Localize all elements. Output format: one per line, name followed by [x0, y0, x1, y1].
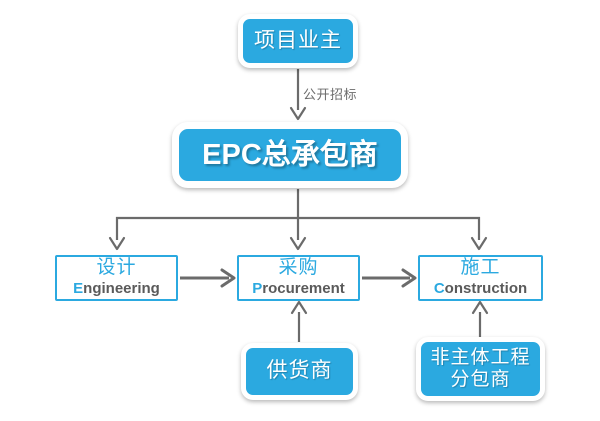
node-construction-label-cn: 施工	[460, 256, 501, 278]
node-engineering-rest: ngineering	[83, 279, 160, 297]
node-procurement-initial: P	[252, 279, 263, 297]
node-subcontractor-line1: 非主体工程	[430, 346, 531, 368]
node-procurement-label-cn: 采购	[278, 256, 319, 278]
node-project-owner[interactable]: 项目业主	[238, 14, 358, 68]
node-supplier[interactable]: 供货商	[241, 343, 358, 400]
edge-label-public-tender: 公开招标	[303, 87, 358, 102]
edge-subcontractor-to-construction	[471, 300, 489, 337]
edge-supplier-to-procurement	[290, 300, 308, 342]
node-supplier-label: 供货商	[266, 359, 333, 383]
node-engineering[interactable]: 设计 Engineering	[55, 255, 178, 301]
node-engineering-label-en: Engineering	[73, 280, 160, 299]
node-procurement-label-en: Procurement	[252, 280, 345, 299]
node-engineering-initial: E	[73, 279, 84, 297]
node-subcontractor[interactable]: 非主体工程 分包商	[416, 337, 545, 401]
node-procurement-rest: rocurement	[262, 279, 345, 297]
node-construction-label-en: Construction	[434, 280, 527, 299]
edge-procurement-to-construction	[362, 268, 417, 288]
node-construction-rest: onstruction	[444, 279, 528, 297]
node-epc-general-contractor[interactable]: EPC总承包商	[172, 122, 408, 188]
node-engineering-label-cn: 设计	[96, 256, 137, 278]
node-project-owner-label: 项目业主	[254, 28, 342, 52]
node-subcontractor-line2: 分包商	[450, 369, 511, 390]
edge-epc-trunk	[108, 189, 488, 251]
edge-engineering-to-procurement	[180, 268, 236, 288]
node-subcontractor-label: 非主体工程 分包商	[430, 347, 530, 392]
node-construction-initial: C	[433, 279, 445, 297]
node-epc-general-contractor-label: EPC总承包商	[202, 138, 378, 171]
node-construction[interactable]: 施工 Construction	[418, 255, 543, 301]
node-procurement[interactable]: 采购 Procurement	[237, 255, 360, 301]
